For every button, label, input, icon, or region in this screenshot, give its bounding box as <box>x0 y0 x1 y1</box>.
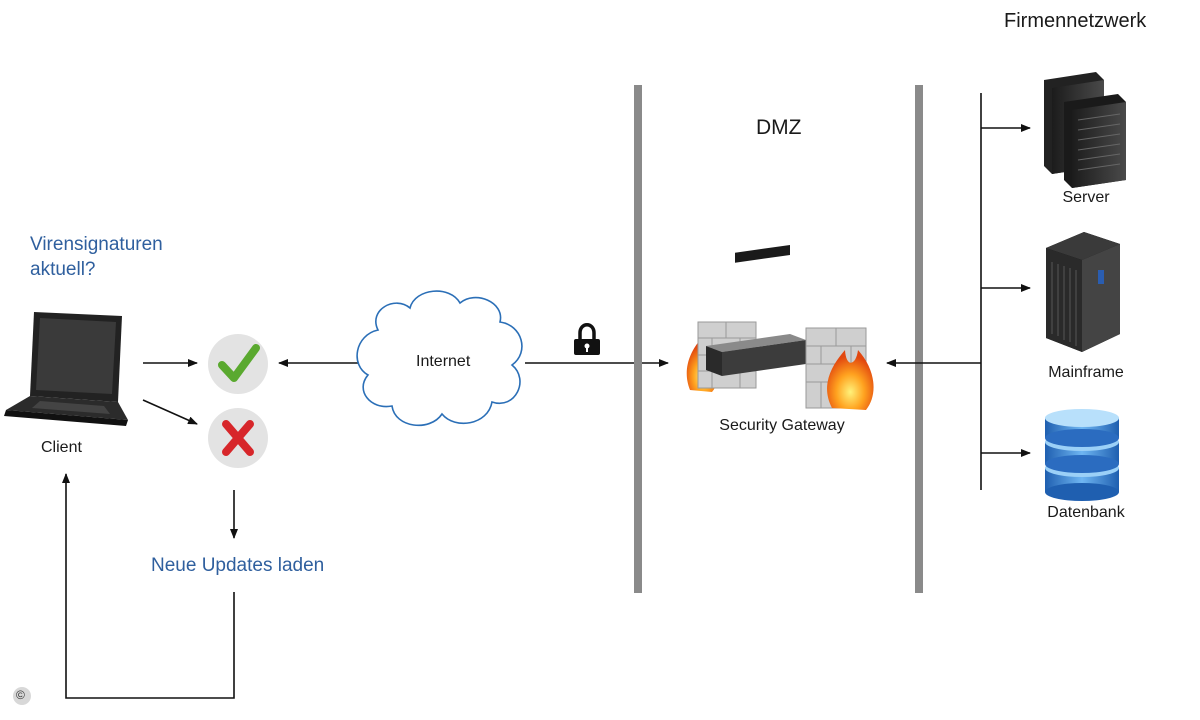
arrow-client-to-cross <box>142 399 198 425</box>
client-label: Client <box>41 439 82 456</box>
dmz-right-boundary <box>915 85 923 593</box>
laptop-icon <box>4 312 128 426</box>
company-network-label: Firmennetzwerk <box>1004 10 1147 32</box>
question-line-1: Virensignaturen <box>30 234 163 255</box>
mainframe-icon <box>1046 232 1120 352</box>
database-label: Datenbank <box>1047 504 1125 521</box>
mainframe-label: Mainframe <box>1048 364 1124 381</box>
server-icon <box>1044 72 1126 188</box>
copyright-symbol: © <box>16 688 25 702</box>
update-return-path <box>62 473 235 699</box>
dmz-left-boundary <box>634 85 642 593</box>
cloud-icon <box>356 290 523 427</box>
question-line-2: aktuell? <box>30 259 96 280</box>
lock-icon <box>574 323 600 355</box>
server-label: Server <box>1062 189 1110 206</box>
copyright-badge <box>13 687 31 705</box>
security-gateway-label: Security Gateway <box>719 417 845 434</box>
database-icon <box>1045 409 1119 501</box>
cross-icon <box>208 408 268 468</box>
internet-label: Internet <box>416 353 471 370</box>
dmz-label: DMZ <box>756 116 802 139</box>
firewall-icon <box>686 244 874 410</box>
load-updates-label: Neue Updates laden <box>151 555 325 576</box>
checkmark-icon <box>208 334 268 394</box>
